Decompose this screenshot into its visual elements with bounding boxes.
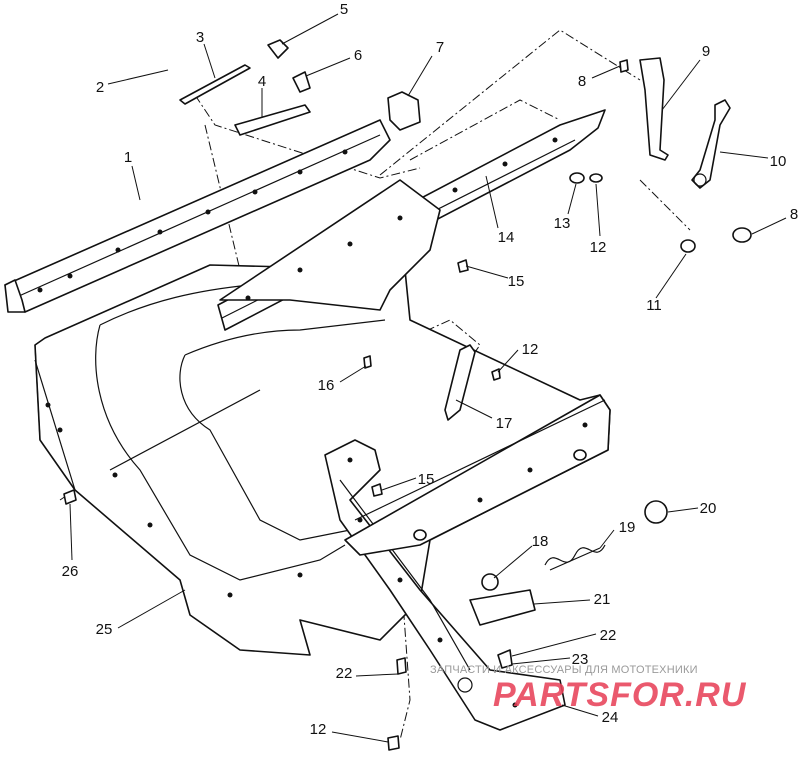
watermark-logo: PARTSFOR.RU: [493, 676, 747, 714]
callout-c6: 6: [354, 47, 362, 64]
part-9-mount-bracket: [639, 57, 669, 161]
part-19-spring: [544, 544, 606, 571]
part-17-bracket: [444, 344, 476, 421]
callout-c22b: 22: [336, 665, 353, 682]
callout-c12c: 12: [310, 721, 327, 738]
callout-c7: 7: [436, 39, 444, 56]
callout-c8a: 8: [578, 73, 586, 90]
callout-c16: 16: [318, 377, 335, 394]
part-gusset-plate: [219, 179, 441, 311]
callout-c17: 17: [496, 415, 513, 432]
callout-c11: 11: [646, 297, 662, 314]
callout-c4: 4: [258, 73, 266, 90]
callout-c26: 26: [62, 563, 79, 580]
callout-c12a: 12: [590, 239, 607, 256]
callout-c18: 18: [532, 533, 549, 550]
part-right-panel: [344, 394, 611, 556]
callout-c10: 10: [770, 153, 787, 170]
watermark-tagline: ЗАПЧАСТИ И АКСЕССУАРЫ ДЛЯ МОТОТЕХНИКИ: [430, 664, 698, 676]
callout-c2: 2: [96, 79, 104, 96]
callout-c25: 25: [96, 621, 113, 638]
callout-c3: 3: [196, 29, 204, 46]
callout-c5: 5: [340, 1, 348, 18]
callout-c15b: 15: [418, 471, 435, 488]
callout-c15a: 15: [508, 273, 525, 290]
callout-c14: 14: [498, 229, 515, 246]
leader-lines: [69, 13, 787, 743]
callout-c1: 1: [124, 149, 132, 166]
part-4-plate: [234, 104, 311, 136]
part-3-strap: [179, 64, 251, 105]
part-24-front-rail: [324, 439, 566, 731]
part-7-clamp-block: [387, 91, 421, 131]
part-21-plate: [469, 589, 536, 626]
callout-c23: 23: [572, 651, 589, 668]
callout-c12b: 12: [522, 341, 539, 358]
callout-c20: 20: [700, 500, 717, 517]
callout-c22a: 22: [600, 627, 617, 644]
callout-c24: 24: [602, 709, 619, 726]
part-1-left-rail: [4, 119, 391, 313]
callout-c8b: 8: [790, 206, 798, 223]
callout-c21: 21: [594, 591, 611, 608]
callout-c13: 13: [554, 215, 571, 232]
callout-c9: 9: [702, 43, 710, 60]
mounting-holes: [37, 137, 588, 708]
callout-c19: 19: [619, 519, 636, 536]
part-10-link-arm: [691, 99, 731, 189]
fasteners: [63, 39, 752, 751]
